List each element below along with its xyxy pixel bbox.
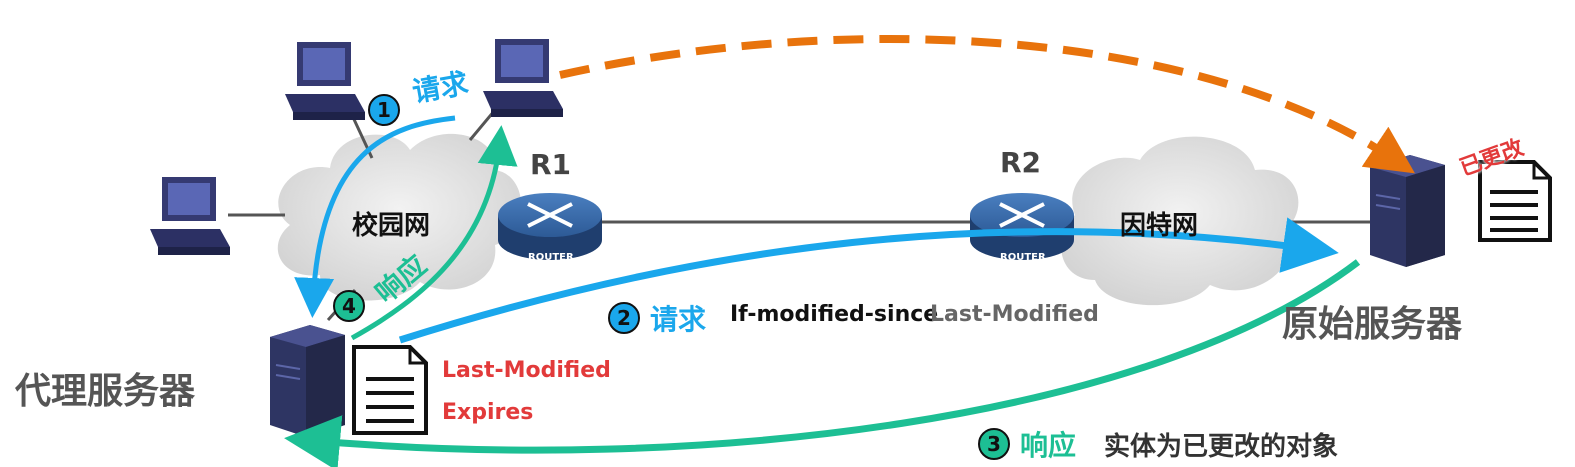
step3-note: 实体为已更改的对象 bbox=[1104, 432, 1339, 462]
proxy-cached-document-icon bbox=[352, 345, 428, 435]
step3-number: 3 bbox=[978, 428, 1010, 460]
step2-header: If-modified-since bbox=[730, 302, 939, 327]
router-r2-badge: ROUTER bbox=[1000, 252, 1046, 263]
origin-server-icon bbox=[1370, 155, 1445, 267]
step2-value: Last-Modified bbox=[930, 302, 1099, 327]
step2-label: 请求 bbox=[650, 303, 707, 336]
proxy-doc-last-modified: Last-Modified bbox=[442, 358, 611, 383]
proxy-server-icon bbox=[270, 325, 345, 437]
step1-number: 1 bbox=[368, 94, 400, 126]
step2-number: 2 bbox=[608, 302, 640, 334]
router-r1-name: R1 bbox=[530, 148, 572, 181]
proxy-doc-expires: Expires bbox=[442, 400, 534, 425]
internet-cloud bbox=[1061, 136, 1299, 306]
router-r2-icon bbox=[970, 193, 1074, 260]
proxy-server-label: 代理服务器 bbox=[15, 371, 196, 412]
step3-label: 响应 bbox=[1020, 429, 1077, 462]
computer-icon bbox=[285, 42, 365, 120]
computer-icon bbox=[150, 177, 230, 255]
router-r2-name: R2 bbox=[1000, 146, 1042, 179]
router-r1-badge: ROUTER bbox=[528, 252, 574, 263]
step4-response-arrow bbox=[350, 125, 518, 341]
origin-document-icon bbox=[1478, 160, 1552, 242]
computer-icon bbox=[483, 39, 563, 117]
internet-label: 因特网 bbox=[1120, 211, 1199, 241]
router-r1-icon bbox=[498, 193, 602, 260]
step2-request-arrow bbox=[398, 217, 1339, 344]
step4-number: 4 bbox=[333, 290, 365, 322]
campus-network-cloud bbox=[277, 133, 522, 301]
modified-dashed-arrow bbox=[559, 35, 1415, 174]
step3-response-arrow bbox=[284, 259, 1361, 467]
campus-network-label: 校园网 bbox=[352, 211, 431, 241]
origin-server-label: 原始服务器 bbox=[1282, 304, 1463, 345]
step1-request-arrow bbox=[294, 115, 456, 318]
